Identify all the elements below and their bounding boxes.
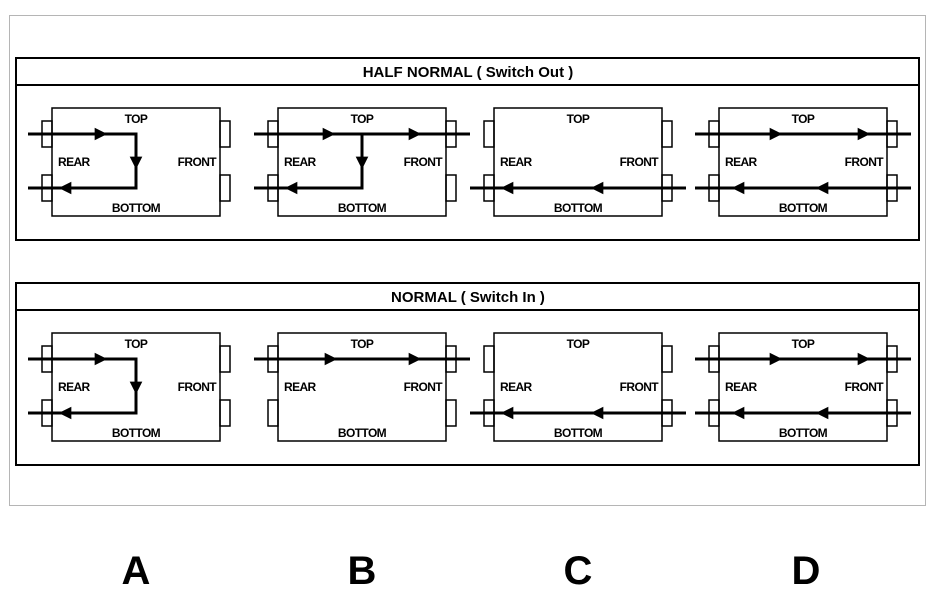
jack-diagram: TOP REAR FRONT BOTTOM [254,332,470,442]
connector-tab [483,120,495,148]
section-title: HALF NORMAL ( Switch Out ) [363,64,574,81]
jack-box [51,332,221,442]
jack-box [51,107,221,217]
connector-tab [219,399,231,427]
jack-diagram: TOP REAR FRONT BOTTOM [695,332,911,442]
front-label: FRONT [845,155,885,169]
bottom-label: BOTTOM [554,201,603,215]
front-label: FRONT [404,380,444,394]
column-label-b: B [347,549,377,593]
top-label: TOP [351,337,374,351]
top-label: TOP [567,112,590,126]
connector-tab [219,120,231,148]
section-border [15,57,920,241]
connector-tab [267,399,279,427]
bottom-label: BOTTOM [112,426,161,440]
front-label: FRONT [404,155,444,169]
bottom-label: BOTTOM [338,201,387,215]
front-label: FRONT [178,155,218,169]
rear-label: REAR [725,380,758,394]
jack-diagram: TOP REAR FRONT BOTTOM [28,332,231,442]
bottom-label: BOTTOM [338,426,387,440]
rear-label: REAR [500,380,533,394]
top-label: TOP [567,337,590,351]
top-label: TOP [351,112,374,126]
front-label: FRONT [178,380,218,394]
section-title: NORMAL ( Switch In ) [391,289,545,306]
front-label: FRONT [620,380,660,394]
column-label-c: C [563,549,593,593]
connector-tab [483,345,495,373]
section-border [15,282,920,466]
jack-diagram: TOP REAR FRONT BOTTOM [470,107,686,217]
connector-tab [219,345,231,373]
rear-label: REAR [284,155,317,169]
top-label: TOP [125,112,148,126]
rear-label: REAR [58,155,91,169]
jack-diagram: TOP REAR FRONT BOTTOM [470,332,686,442]
connector-tab [219,174,231,202]
jack-box [493,107,663,217]
bottom-label: BOTTOM [554,426,603,440]
connector-tab [445,399,457,427]
top-label: TOP [792,112,815,126]
rear-label: REAR [284,380,317,394]
diagram-frame [9,15,926,506]
column-label-d: D [791,549,821,593]
jack-box [718,107,888,217]
rear-label: REAR [500,155,533,169]
bottom-label: BOTTOM [112,201,161,215]
connector-tab [661,120,673,148]
jack-box [277,332,447,442]
jack-box [277,107,447,217]
jack-diagram: TOP REAR FRONT BOTTOM [695,107,911,217]
section-half-normal: HALF NORMAL ( Switch Out ) TOP REAR FRONT B… [15,57,920,241]
column-label-a: A [121,549,151,593]
top-label: TOP [125,337,148,351]
bottom-label: BOTTOM [779,201,828,215]
rear-label: REAR [58,380,91,394]
jack-box [718,332,888,442]
jack-diagram: TOP REAR FRONT BOTTOM [254,107,470,217]
bottom-label: BOTTOM [779,426,828,440]
jack-diagram: TOP REAR FRONT BOTTOM [28,107,231,217]
rear-label: REAR [725,155,758,169]
top-label: TOP [792,337,815,351]
jack-box [493,332,663,442]
front-label: FRONT [845,380,885,394]
connector-tab [661,345,673,373]
connector-tab [445,174,457,202]
front-label: FRONT [620,155,660,169]
